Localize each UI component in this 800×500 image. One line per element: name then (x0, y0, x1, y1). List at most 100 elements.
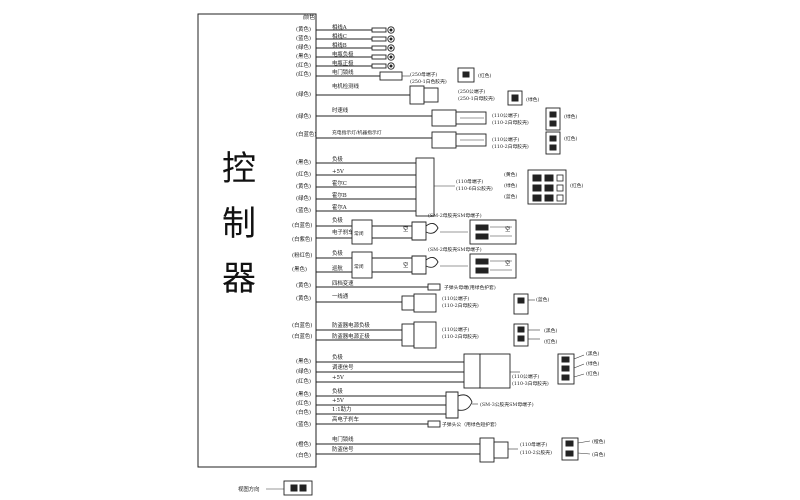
indicator-group: (白蓝色) 充电指示灯/机器指示灯 (110公端子) (110-2白母胶壳) (… (296, 129, 577, 155)
bullet-terminal-icon (427, 420, 441, 428)
color-label: (蓝色) (296, 34, 311, 42)
hall-group: (黑色) (红色) (黄色) (绿色) (蓝色) 负极 +5V 霍尔C 霍尔B … (296, 155, 583, 217)
connector-color: (绿色) (504, 182, 517, 189)
throttle-group: (黑色) (绿色) (红色) 负极 调速信号 +5V (110公端子) (110… (296, 350, 599, 389)
color-label: (红色) (296, 170, 311, 178)
color-label: (黄色) (296, 281, 311, 289)
color-label: (白色) (296, 408, 311, 416)
note-text: 子弹头公（用绿色短护套） (442, 421, 500, 428)
connector-color: (红色) (544, 338, 557, 345)
wire-label: 巡航 (332, 264, 343, 272)
controller-title-char-3: 器 (222, 259, 256, 299)
wire-label: 负极 (332, 216, 343, 224)
color-label: (绿色) (296, 367, 311, 375)
wire-label: 相线A (332, 23, 347, 31)
connector-color: (橙色) (592, 438, 605, 445)
wire-label: 相线B (332, 41, 347, 49)
three-pin-connector-icon (479, 353, 511, 389)
hall-connector-icon (415, 157, 435, 217)
wire-label: 高电子刹车 (332, 415, 360, 423)
callout-text: (110母端子) (520, 441, 547, 448)
two-pin-connector-icon (413, 321, 437, 349)
switch-label: 常闭 (354, 230, 364, 237)
callout-text: (110-2白母胶壳) (492, 119, 529, 126)
callout-text: (110-3白母胶壳) (512, 380, 549, 387)
callout-text: (SM-2母胶壳SM母端子) (428, 212, 482, 219)
callout-text: (SM-2母胶壳SM母端子) (428, 246, 482, 253)
cruise-group: (粉红色) (黑色) 负极 巡航 常闭 空 (SM-2母胶壳SM母端子) 空 (292, 246, 517, 279)
controller-title-char-1: 控 (222, 149, 256, 189)
six-pin-connector-icon (527, 169, 567, 205)
color-label: (白紫色) (292, 235, 312, 243)
side-label: 空 (505, 259, 510, 267)
color-label: (红色) (296, 399, 311, 407)
color-label: (白蓝色) (292, 332, 312, 340)
wire-label: 电瓶正极 (332, 59, 354, 67)
single-pin-connector-icon (423, 87, 439, 103)
spade-connector-icon (379, 71, 403, 81)
wire-label: 负极 (332, 155, 343, 163)
color-label: (黄色) (296, 25, 311, 33)
callout-text: (110-6白公胶壳) (456, 185, 493, 192)
controller-title-char-2: 制 (222, 204, 256, 244)
wire-label: +5V (332, 169, 344, 175)
connector-color: (黄色) (504, 171, 517, 178)
color-label: (橙色) (296, 440, 311, 448)
view-direction-label: 视图方向 (238, 485, 260, 493)
color-label: (黑色) (296, 158, 311, 166)
color-label: (绿色) (296, 112, 311, 120)
callout-text: (110-2白母胶壳) (492, 143, 529, 150)
wire-label: 调速信号 (332, 363, 354, 371)
wire-label: 霍尔A (332, 203, 347, 211)
callout-text: (110公端子) (442, 326, 469, 333)
electronic-brake-group: (白蓝色) (白紫色) 负极 电子刹车 常闭 空 (SM-2母胶壳SM母端子) … (292, 212, 517, 245)
wire-label: 1:1助力 (332, 405, 351, 413)
connector-color: (红色) (570, 182, 583, 189)
connector-color: (蓝色) (536, 296, 549, 303)
wire-label: +5V (332, 375, 344, 381)
color-label: (白蓝色) (292, 321, 312, 329)
note-text: 子弹头母端(用绿色护套) (444, 284, 496, 291)
side-label: 空 (403, 225, 408, 233)
callout-text: (110-2白母胶壳) (442, 333, 479, 340)
wire-label: +5V (332, 398, 344, 404)
wire-label: 电瓶负极 (332, 50, 354, 58)
color-label: (黑色) (296, 357, 311, 365)
color-label: (红色) (296, 70, 311, 78)
wire-label: 一线通 (332, 292, 349, 300)
ring-terminal-icon (371, 26, 395, 70)
wire-label: 电门锁线 (332, 68, 354, 76)
wire-label: 防盗器电源正极 (332, 332, 370, 340)
side-label: 空 (403, 261, 408, 269)
brake-assist-group: (黑色) (红色) (白色) (蓝色) 负极 +5V 1:1助力 高电子刹车 (… (296, 387, 534, 428)
color-label: (黄色) (296, 294, 311, 302)
view-direction: 视图方向 (238, 480, 313, 496)
wire-label: 四档变速 (332, 279, 354, 287)
wire-label: 电机检测线 (332, 82, 360, 90)
callout-text: (110公端子) (512, 373, 539, 380)
connector-color: (绿色) (564, 113, 577, 120)
two-pin-connector-icon (413, 293, 437, 313)
color-label: (红色) (296, 377, 311, 385)
connector-view-icon (283, 480, 313, 496)
wire-label: 防盗信号 (332, 445, 354, 453)
color-label: (绿色) (296, 194, 311, 202)
connector-color: (黑色) (586, 350, 599, 357)
switch-label: 常闭 (354, 263, 364, 270)
connector-color: (白色) (592, 451, 605, 458)
connector-color: (红色) (586, 370, 599, 377)
anti-theft-group: (白蓝色) (白蓝色) 防盗器电源负极 防盗器电源正极 (110公端子) (11… (292, 321, 557, 349)
callout-text: (110公端子) (442, 295, 469, 302)
color-label: (绿色) (296, 90, 311, 98)
bullet-terminal-icon (427, 283, 441, 291)
wire-label: 负极 (332, 387, 343, 395)
wire-label: 负极 (332, 353, 343, 361)
color-header: 颜色 (303, 13, 315, 21)
color-label: (蓝色) (296, 420, 311, 428)
wire-label: 电子刹车 (332, 228, 354, 236)
callout-text: (110-2白母胶壳) (442, 302, 479, 309)
motor-detect-group: (绿色) 电机检测线 (250公端子) (250-1白母胶壳) (绿色) (296, 82, 539, 106)
wire-label: 负极 (332, 249, 343, 257)
color-label: (红色) (296, 61, 311, 69)
